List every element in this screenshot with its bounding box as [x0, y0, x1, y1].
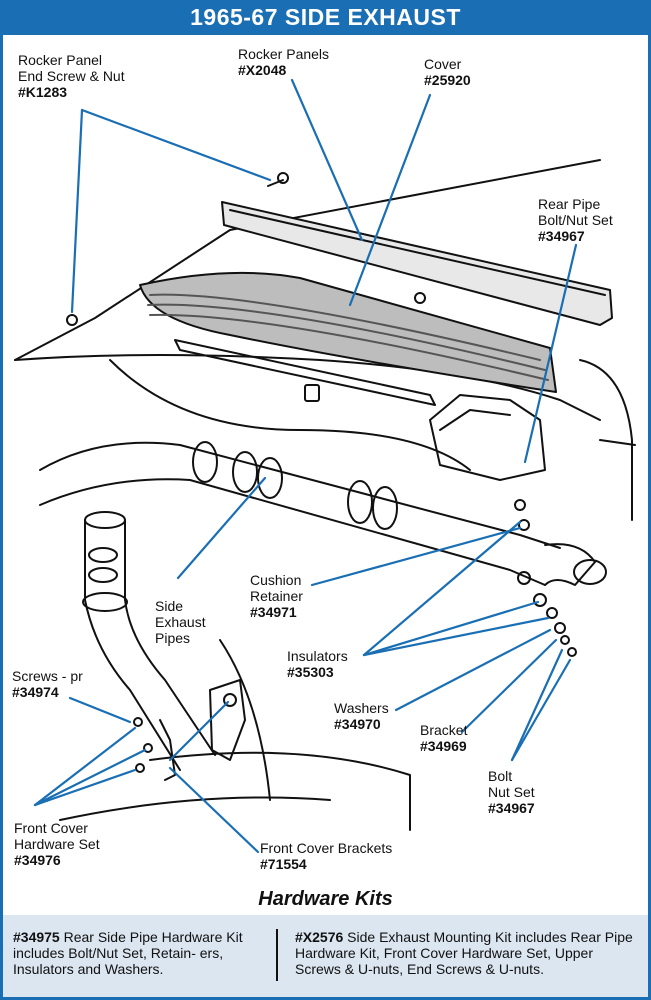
label-name: Screws - pr	[12, 668, 83, 684]
label-bolt-nut-set: Bolt Nut Set #34967	[488, 768, 535, 816]
front-bracket	[209, 679, 246, 761]
front-pipe	[84, 519, 181, 771]
label-name: Cover	[424, 56, 462, 72]
label-rocker-end-screw: Rocker Panel End Screw & Nut #K1283	[18, 52, 125, 100]
label-name: Pipes	[155, 630, 191, 646]
leader-fc-hw-3	[33, 768, 137, 807]
leader-screws	[68, 696, 132, 724]
label-name: Nut Set	[488, 784, 535, 800]
leader-washers	[394, 628, 552, 712]
leader-insulators-1	[362, 520, 522, 657]
kit-part-number: #34975	[13, 929, 60, 945]
rocker-panel-shape	[221, 201, 613, 326]
leader-fc-brackets-2	[168, 700, 230, 762]
leader-cover	[348, 93, 432, 307]
label-insulators: Insulators #35303	[287, 648, 348, 680]
part-number: #34974	[12, 684, 59, 700]
door-line	[599, 439, 636, 446]
label-name: Washers	[334, 700, 389, 716]
part-number: #X2048	[238, 62, 287, 78]
body-lower	[109, 359, 471, 471]
label-bracket: Bracket #34969	[420, 722, 467, 754]
leader-fc-hw-2	[33, 748, 147, 807]
label-name: End Screw & Nut	[18, 68, 125, 84]
leader-fc-brackets-1	[168, 766, 260, 854]
kit-side-exhaust-mounting: #X2576 Side Exhaust Mounting Kit include…	[295, 929, 640, 977]
hardware-kits-box: #34975 Rear Side Pipe Hardware Kit inclu…	[3, 915, 648, 997]
part-number: #34967	[538, 228, 585, 244]
label-name: Front Cover	[14, 820, 88, 836]
label-name: Side	[155, 598, 184, 614]
label-name: Bolt	[488, 768, 513, 784]
leader-rocker-end-2	[80, 108, 272, 182]
label-name: Exhaust	[155, 614, 206, 630]
kit-divider	[276, 929, 278, 981]
page-title: 1965-67 SIDE EXHAUST	[0, 0, 651, 35]
hardware-kits-heading: Hardware Kits	[258, 888, 393, 910]
exhaust-cover-shape	[139, 271, 557, 393]
rear-mount	[429, 394, 546, 481]
exhaust-pipe-main	[39, 441, 561, 549]
label-name: Rear Pipe	[538, 196, 601, 212]
label-name: Bracket	[420, 722, 468, 738]
leader-insulators-2	[362, 600, 540, 657]
kit-description: Side Exhaust Mounting Kit includes Rear …	[295, 929, 633, 977]
part-number: #71554	[260, 856, 307, 872]
label-cushion-retainer: Cushion Retainer #34971	[250, 572, 303, 620]
part-number: #34976	[14, 852, 61, 868]
leader-bracket	[460, 638, 558, 734]
label-cover: Cover #25920	[424, 56, 471, 88]
part-number: #25920	[424, 72, 471, 88]
leader-cushion	[310, 526, 522, 587]
leader-insulators-3	[362, 616, 550, 657]
label-name: Bolt/Nut Set	[538, 212, 613, 228]
part-number: #34970	[334, 716, 381, 732]
label-name: Cushion	[250, 572, 302, 588]
front-fender	[149, 751, 411, 831]
kit-part-number: #X2576	[295, 929, 344, 945]
part-number: #34967	[488, 800, 535, 816]
exploded-diagram	[14, 78, 636, 854]
label-name: Hardware Set	[14, 836, 100, 852]
part-number: #34971	[250, 604, 297, 620]
label-name: Retainer	[250, 588, 303, 604]
label-rear-pipe-bolt: Rear Pipe Bolt/Nut Set #34967	[538, 196, 613, 244]
label-front-cover-brackets: Front Cover Brackets #71554	[260, 840, 392, 872]
label-name: Rocker Panel	[18, 52, 103, 68]
leader-rocker-end-1	[70, 108, 84, 314]
label-screws: Screws - pr #34974	[12, 668, 83, 700]
wheel-arch-rear	[579, 359, 633, 521]
label-washers: Washers #34970	[334, 700, 389, 732]
kit-rear-side-pipe: #34975 Rear Side Pipe Hardware Kit inclu…	[13, 929, 263, 977]
part-number: #34969	[420, 738, 467, 754]
cover-rail	[174, 339, 436, 406]
leader-side-pipes	[176, 476, 267, 580]
label-front-cover-hardware: Front Cover Hardware Set #34976	[14, 820, 100, 868]
label-name: Rocker Panels	[238, 46, 330, 62]
label-side-exhaust-pipes: Side Exhaust Pipes	[155, 598, 206, 646]
label-name: Insulators	[287, 648, 348, 664]
part-number: #35303	[287, 664, 334, 680]
kit-description: Rear Side Pipe Hardware Kit includes Bol…	[13, 929, 243, 977]
leader-bolt-2	[510, 658, 572, 762]
leader-bolt-1	[510, 648, 564, 762]
part-number: #K1283	[18, 84, 68, 100]
cover-clip	[304, 384, 320, 402]
body-outline	[14, 159, 601, 361]
leader-fc-hw-1	[33, 726, 137, 807]
label-name: Front Cover Brackets	[260, 840, 393, 856]
leader-rear-pipe	[523, 243, 578, 464]
label-rocker-panels: Rocker Panels #X2048	[238, 46, 329, 78]
leader-rocker-panels	[290, 78, 364, 242]
